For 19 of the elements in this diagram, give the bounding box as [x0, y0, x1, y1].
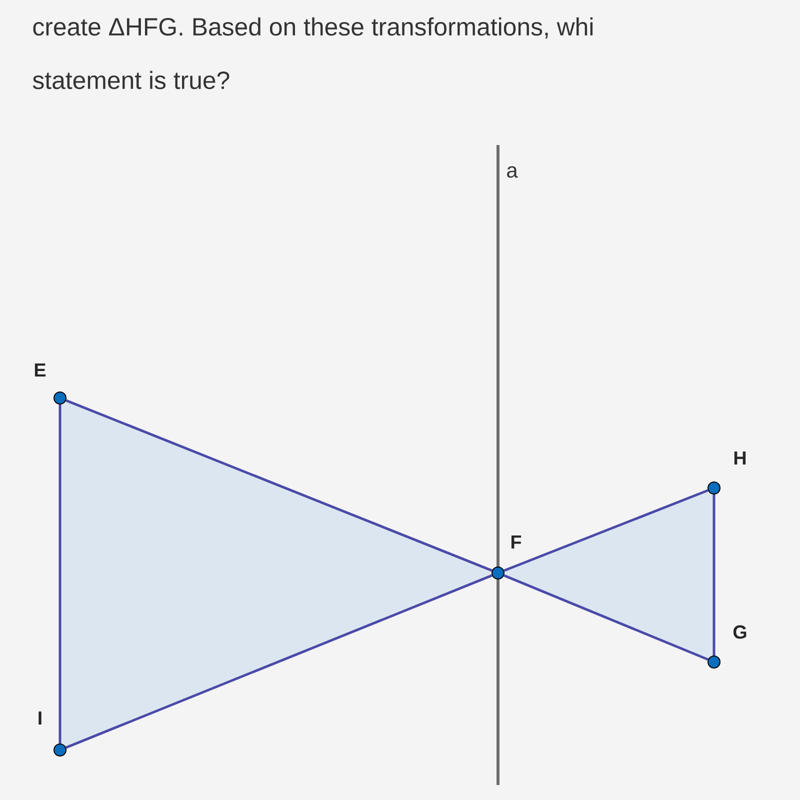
triangle-side [66, 399, 492, 572]
node-label: I [38, 712, 42, 725]
point: F [492, 536, 522, 580]
triangle-side [504, 574, 708, 661]
line-label: a [507, 166, 518, 178]
triangle-side [504, 489, 708, 572]
triangle-side [58, 404, 62, 744]
point: G [708, 625, 746, 668]
point: E [34, 364, 66, 404]
node-label: G [733, 625, 746, 639]
triangle-side [66, 574, 492, 749]
point: I [38, 712, 66, 756]
point: H [708, 452, 746, 494]
node-label: E [34, 364, 46, 377]
node-label: H [734, 452, 746, 465]
question-text: create ΔHFG. Based on these transformations, whi [33, 17, 593, 39]
question-text: statement is true? [32, 70, 230, 90]
triangle-side [712, 494, 716, 656]
node-label: F [511, 536, 522, 549]
